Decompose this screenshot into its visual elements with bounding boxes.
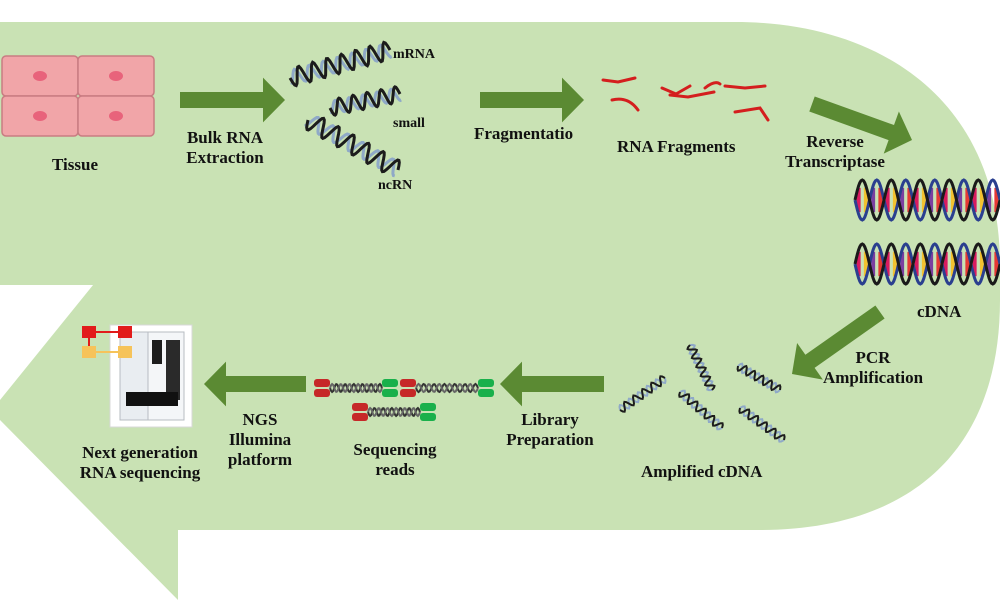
- rna-helix-ncrna: [305, 116, 401, 174]
- flow-block: [118, 326, 132, 338]
- label-pcr-amplification: PCR Amplification: [822, 348, 924, 387]
- read-adapter: [400, 379, 416, 387]
- sequencing-read-icon: [314, 379, 494, 421]
- machine-body-left: [119, 331, 149, 421]
- read-adapter: [420, 413, 436, 421]
- label-reverse-transcriptase: Reverse Transcriptase: [785, 132, 885, 171]
- read-adapter: [382, 389, 398, 397]
- flow-block: [82, 326, 96, 338]
- rna-fragment: [703, 81, 722, 90]
- label-library-preparation: Library Preparation: [506, 410, 594, 449]
- machine-panel: [152, 340, 162, 364]
- label-ncrna: ncRN: [378, 178, 413, 193]
- tissue-cells-icon: [1, 55, 155, 137]
- rna-fragment: [723, 84, 767, 90]
- rna-fragment: [660, 84, 692, 96]
- dna-double-helix-icon: [853, 178, 1000, 286]
- rna-fragment-icon: [601, 76, 770, 122]
- label-fragmentation: Fragmentatio: [474, 124, 574, 143]
- rna-helix-ncrna: [304, 116, 396, 178]
- step-arrow-icon: [792, 305, 885, 380]
- step-arrows: [180, 77, 912, 407]
- rna-helix-mrna: [288, 40, 392, 88]
- read-adapter: [382, 379, 398, 387]
- label-tissue: Tissue: [52, 155, 98, 174]
- read-adapter: [400, 389, 416, 397]
- dna-strand: [853, 178, 1000, 222]
- step-arrow-icon: [480, 77, 584, 123]
- rna-fragment: [601, 76, 637, 84]
- label-next-generation-rna-sequencing: Next generation RNA sequencing: [79, 443, 201, 482]
- label-sequencing-reads: Sequencing reads: [353, 440, 437, 479]
- read-adapter: [478, 379, 494, 387]
- cell-nucleus: [109, 71, 123, 81]
- read-adapter: [314, 379, 330, 387]
- sequencer-machine-icon: [82, 324, 193, 428]
- read-adapter: [478, 389, 494, 397]
- read-strand: [367, 406, 421, 418]
- dna-strand: [853, 242, 1000, 286]
- step-arrow-icon: [500, 361, 604, 407]
- read-adapter: [352, 403, 368, 411]
- machine-base: [126, 392, 178, 406]
- step-arrow-icon: [204, 361, 306, 407]
- label-mrna: mRNA: [393, 47, 435, 62]
- flow-block: [118, 346, 132, 358]
- label-ngs-illumina-platform: NGS Illumina platform: [227, 410, 293, 469]
- mini-helix-strand: [736, 364, 782, 392]
- rna-fragment: [610, 97, 640, 112]
- mini-helix-strand: [619, 375, 666, 413]
- label-small-rna: small: [393, 116, 425, 131]
- label-bulk-rna-extraction: Bulk RNA Extraction: [186, 128, 264, 167]
- mini-helix-strand: [686, 344, 716, 391]
- cell-nucleus: [109, 111, 123, 121]
- rna-fragment: [668, 90, 716, 99]
- cell-nucleus: [33, 111, 47, 121]
- label-rna-fragments: RNA Fragments: [617, 137, 736, 156]
- cell-nucleus: [33, 71, 47, 81]
- flow-band: [0, 22, 1000, 600]
- mini-helix-strand: [678, 391, 724, 429]
- read-adapter: [314, 389, 330, 397]
- rna-helix-mrna: [290, 43, 393, 86]
- rna-helix-icon: [288, 40, 402, 178]
- machine-panel: [166, 340, 180, 400]
- step-arrow-icon: [180, 77, 285, 123]
- rna-helix-small: [328, 85, 402, 117]
- amplified-cdna-icon: [618, 343, 786, 443]
- rna-fragment: [733, 106, 770, 122]
- read-strand: [329, 382, 383, 394]
- label-amplified-cdna: Amplified cDNA: [641, 462, 763, 481]
- label-cdna: cDNA: [917, 302, 962, 321]
- read-adapter: [420, 403, 436, 411]
- mini-helix-strand: [738, 407, 786, 441]
- flow-block: [82, 346, 96, 358]
- read-strand: [415, 382, 479, 394]
- read-adapter: [352, 413, 368, 421]
- rna-helix-small: [329, 87, 402, 115]
- step-arrow-icon: [809, 96, 912, 154]
